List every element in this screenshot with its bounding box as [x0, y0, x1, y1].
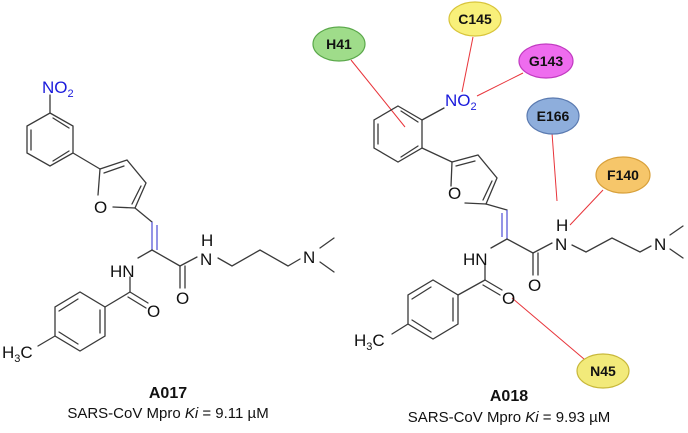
contact-line-c145 — [461, 36, 474, 93]
dimethyl-n-label-a018: N — [654, 235, 666, 254]
residue-e166: E166 — [526, 97, 580, 135]
nitro-label-a017: NO2 — [42, 78, 74, 100]
compound-activity-a017: SARS-CoV Mpro Ki = 9.11 µM — [67, 405, 268, 422]
residue-label-f140: F140 — [607, 167, 639, 183]
residue-label-g143: G143 — [529, 53, 563, 69]
residue-f140: F140 — [595, 156, 651, 194]
residue-label-c145: C145 — [458, 11, 492, 27]
contact-line-g143 — [476, 72, 524, 97]
residue-h41: H41 — [312, 26, 366, 62]
compound-name-a017: A017 — [149, 385, 187, 402]
residue-label-n45: N45 — [590, 363, 616, 379]
amide-n-label-a017: N — [200, 250, 212, 269]
contact-line-f140 — [569, 189, 604, 226]
residue-label-h41: H41 — [326, 36, 352, 52]
benzamide-oxygen-a018: O — [502, 289, 515, 308]
amide-h-label-a017: H — [201, 231, 213, 250]
methyl-label-a018: H3C — [354, 331, 385, 353]
carbonyl-oxygen-a018: O — [528, 276, 541, 295]
compound-name-a018: A018 — [490, 388, 528, 405]
hn-label-a018: HN — [463, 250, 488, 269]
benzamide-oxygen-a017: O — [147, 302, 160, 321]
residue-g143: G143 — [518, 43, 574, 79]
contact-line-n45 — [511, 297, 585, 360]
compound-a017-structure: NO2 O HN O H N O N H3C A017 SARS-CoV Mpr… — [2, 78, 335, 422]
compound-activity-a018: SARS-CoV Mpro Ki = 9.93 µM — [408, 409, 611, 426]
furan-oxygen-a018: O — [448, 184, 461, 203]
compound-a018-structure: NO2 O HN O H N O N H3C H41 C145 G143 E16… — [312, 1, 684, 426]
dimethyl-n-label-a017: N — [303, 248, 315, 267]
methyl-label-a017: H3C — [2, 343, 33, 365]
furan-oxygen-a017: O — [94, 198, 107, 217]
contact-line-e166 — [551, 132, 558, 202]
hn-label-a017: HN — [110, 262, 135, 281]
carbonyl-oxygen-a017: O — [176, 289, 189, 308]
nitro-label-a018: NO2 — [445, 91, 477, 113]
residue-n45: N45 — [576, 353, 630, 389]
amide-h-label-a018: H — [556, 216, 568, 235]
amide-n-label-a018: N — [555, 235, 567, 254]
residue-label-e166: E166 — [537, 108, 570, 124]
residue-c145: C145 — [448, 1, 502, 37]
contact-line-h41 — [350, 59, 406, 128]
